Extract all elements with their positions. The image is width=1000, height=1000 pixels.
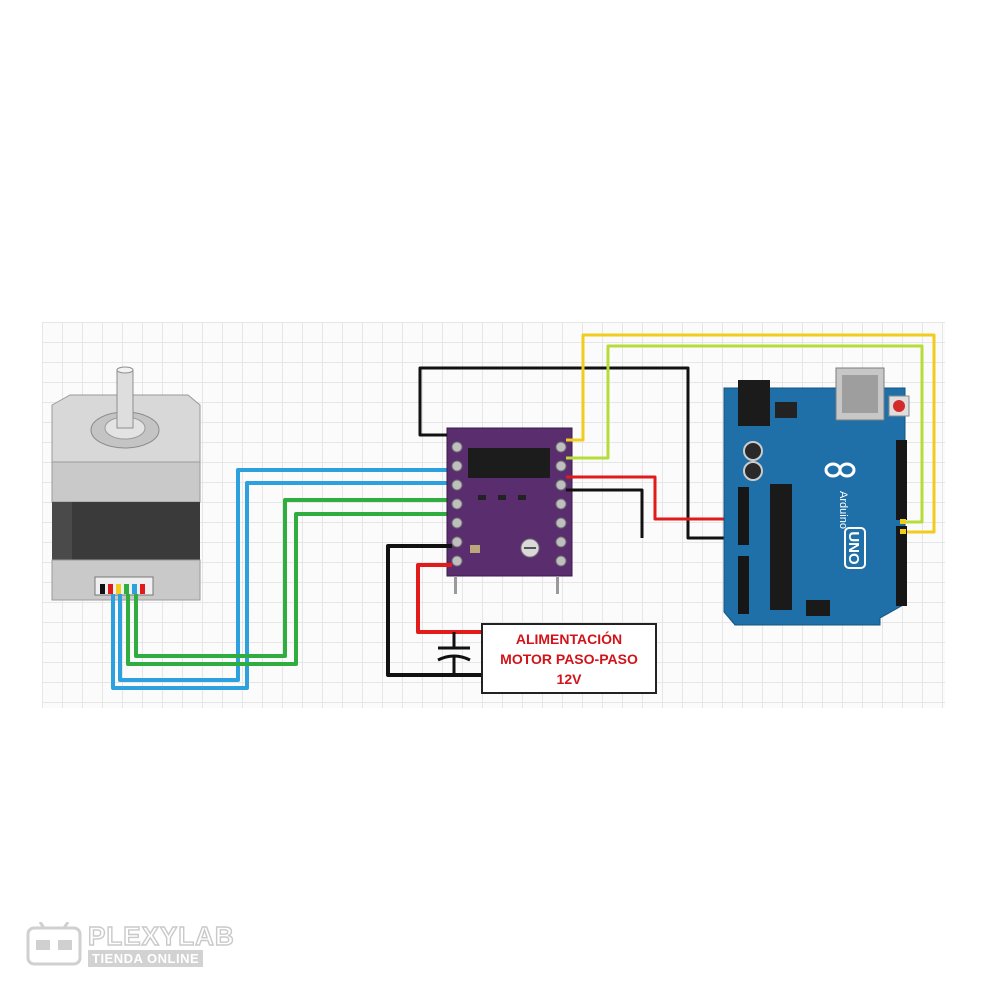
power-box-line1: ALIMENTACIÓN [515,630,623,647]
stepper-motor [51,366,201,601]
wire-red-power [416,563,484,634]
watermark-name: PLEXYLAB [87,921,235,951]
robot-head-icon [26,921,82,966]
watermark-subtitle: TIENDA ONLINE [88,950,204,967]
power-supply-box: ALIMENTACIÓN MOTOR PASO-PASO 12V [481,623,657,694]
capacitor [437,632,471,675]
arduino-uno: Arduino UNO [723,367,910,626]
wire-black-top [418,366,745,540]
watermark-logo: PLEXYLAB TIENDA ONLINE [26,921,246,970]
arduino-model-label: UNO [845,531,862,565]
wire-yellow-green [566,344,924,524]
power-box-line2: MOTOR PASO-PASO [500,650,638,667]
power-box-line3: 12V [556,670,582,687]
wire-red-logic [566,475,742,521]
wire-yellow [566,333,936,534]
wire-black-power [386,544,484,677]
wire-blue-1 [111,481,452,690]
arduino-brand-label: Arduino [837,491,849,529]
control-wires [418,333,936,540]
wire-black-gnd [566,488,644,538]
motor-wires [111,468,452,690]
wire-green-1 [126,512,452,666]
wire-green-2 [134,498,452,658]
power-wires [386,544,484,677]
stepper-driver [446,427,573,594]
wire-blue-2 [118,468,452,682]
